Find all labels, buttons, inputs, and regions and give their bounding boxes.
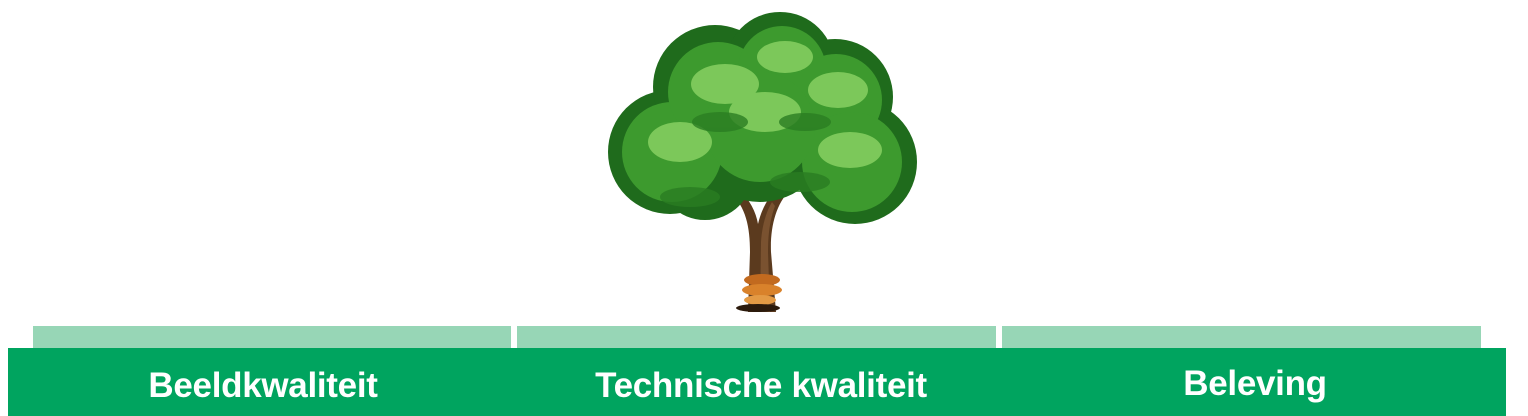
category-label-technische-kwaliteit: Technische kwaliteit: [595, 366, 927, 405]
tab-strip-beeldkwaliteit: [33, 326, 511, 349]
tab-strip-technische-kwaliteit: [517, 326, 996, 349]
tab-strip-beleving: [1002, 326, 1481, 349]
category-label-beleving: Beleving: [1183, 364, 1327, 403]
tree-icon: [608, 12, 917, 312]
category-bar: Beeldkwaliteit Technische kwaliteit Bele…: [8, 348, 1506, 416]
category-label-beeldkwaliteit: Beeldkwaliteit: [148, 366, 378, 405]
